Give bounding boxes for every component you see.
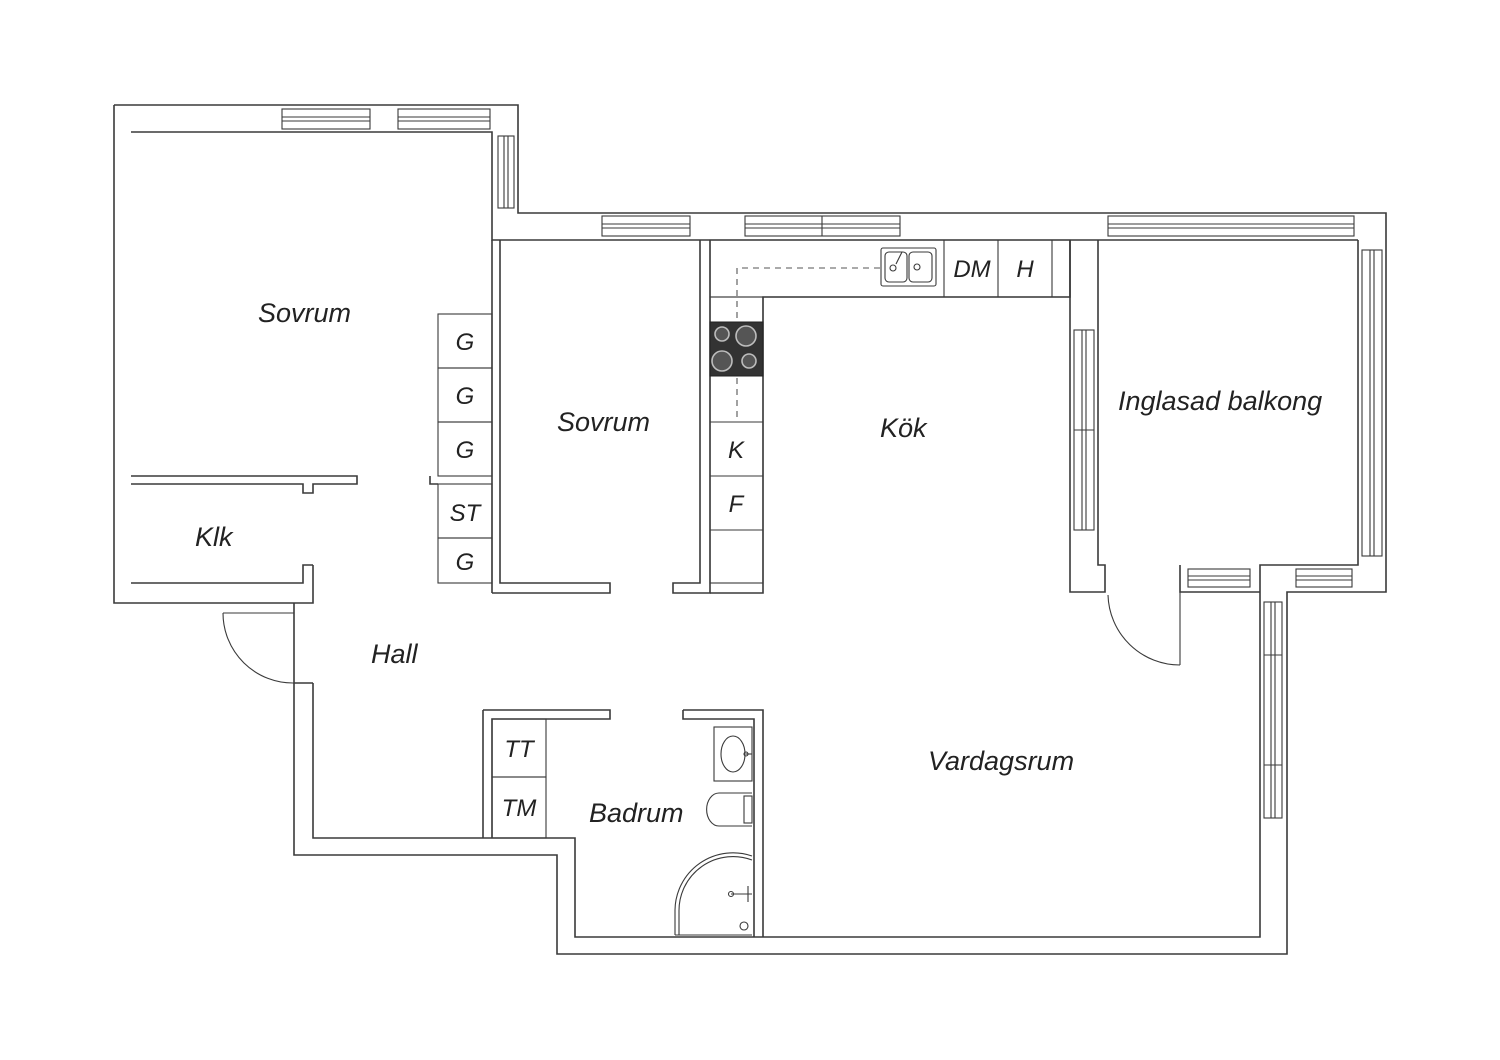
room-label-sovrum-1: Sovrum [258,298,351,328]
window-side-sovrum [497,135,515,209]
room-label-klk: Klk [195,522,234,552]
fixture-label-freezer: F [729,491,745,518]
kitchen-sink-icon [880,247,937,287]
stove-icon [709,321,764,377]
fixture-label-wardrobe-4: G [456,549,475,576]
window-vardagsrum [1263,601,1283,819]
kitchen-counters [709,239,1071,584]
fixture-label-storage: ST [450,500,483,527]
room-label-vardagsrum: Vardagsrum [928,746,1074,776]
fixture-label-fridge: K [728,437,745,464]
window-balcony-right [1361,249,1383,557]
room-label-kok: Kök [880,413,928,443]
window-balcony-bottom-1 [1187,568,1251,588]
laundry-column [491,718,547,839]
shower-icon [674,852,753,936]
fixture-label-dishwasher: DM [953,256,990,283]
window-balcony-left [1073,329,1095,531]
fixture-label-wardrobe-1: G [456,329,475,356]
fixture-label-dryer: TT [504,736,536,763]
fixture-label-wardrobe-3: G [456,437,475,464]
window-balcony-top [1107,215,1355,237]
door-swing-icon [222,612,295,684]
room-label-hall: Hall [371,639,419,669]
room-label-badrum: Badrum [589,798,684,828]
window-top-left-2 [397,108,491,130]
door-swing-icon [1107,592,1181,666]
fixture-label-washer: TM [502,795,537,822]
washbasin-icon [713,726,753,782]
window-sovrum-2 [601,215,691,237]
window-top-left-1 [281,108,371,130]
toilet-icon [706,792,753,827]
room-label-sovrum-2: Sovrum [557,407,650,437]
fixture-label-hood: H [1016,256,1034,283]
fixture-label-wardrobe-2: G [456,383,475,410]
window-kitchen [744,215,901,237]
wardrobe-column [437,313,493,584]
outer-walls [113,104,1387,955]
windows [281,108,1383,819]
room-label-balkong: Inglasad balkong [1118,386,1322,416]
window-balcony-bottom-2 [1295,568,1353,588]
